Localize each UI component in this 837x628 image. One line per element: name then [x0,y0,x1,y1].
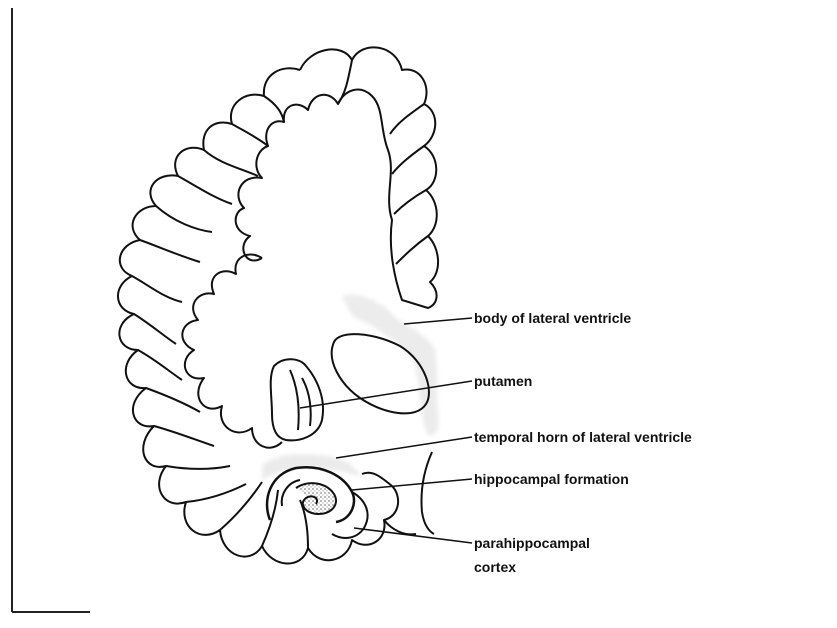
sulcus-fold-1 [204,150,258,176]
sulcus-fold-12 [220,482,262,530]
hippocampus-inner-curl [296,483,336,514]
globus-pallidus-line-1 [290,370,299,430]
dentate-gyrus [282,480,300,506]
label-hippocampal-formation: hippocampal formation [474,471,629,487]
sulcus-fold-2 [178,176,232,204]
label-temporal-horn: temporal horn of lateral ventricle [474,429,692,445]
medial-wall-lower [421,452,434,534]
sulcus-fold-right-2 [392,146,424,174]
medial-temporal-contour [362,473,392,486]
sulcus-fold-9 [154,426,214,446]
sulcus-fold-top-3 [232,124,268,146]
sulcus-fold-8 [146,388,200,412]
sulcus-fold-top-2 [264,96,284,122]
sulcus-fold-7 [138,350,182,380]
sulcus-fold-right-4 [396,236,428,264]
sulcus-fold-10 [166,466,230,469]
hemisphere-outer-outline [236,47,438,308]
sulcus-fold-6 [134,314,176,344]
leader-hippocampal-formation [352,479,472,490]
label-parahippocampal-line2: cortex [474,559,516,575]
sulcus-fold-right-3 [394,190,426,214]
sulcus-fold-3 [156,206,212,232]
leader-parahippocampal-cortex [354,528,472,543]
lateral-ventricle-body-shading [342,295,438,435]
sulcus-fold-5 [132,276,182,302]
label-body-of-lateral-ventricle: body of lateral ventricle [474,310,631,326]
label-parahippocampal-line1: parahippocampal [474,535,590,551]
sulcus-fold-4 [140,240,200,262]
sulcus-fold-right-1 [390,104,424,134]
leader-temporal-horn [336,437,472,458]
label-putamen: putamen [474,373,532,389]
leader-body-of-lateral-ventricle [404,318,472,324]
leader-putamen [300,381,472,408]
white-matter-boundary [182,255,282,448]
sulcus-fold-top-1 [338,60,352,104]
globus-pallidus-line-2 [302,378,311,426]
sulcus-fold-11 [186,484,246,502]
